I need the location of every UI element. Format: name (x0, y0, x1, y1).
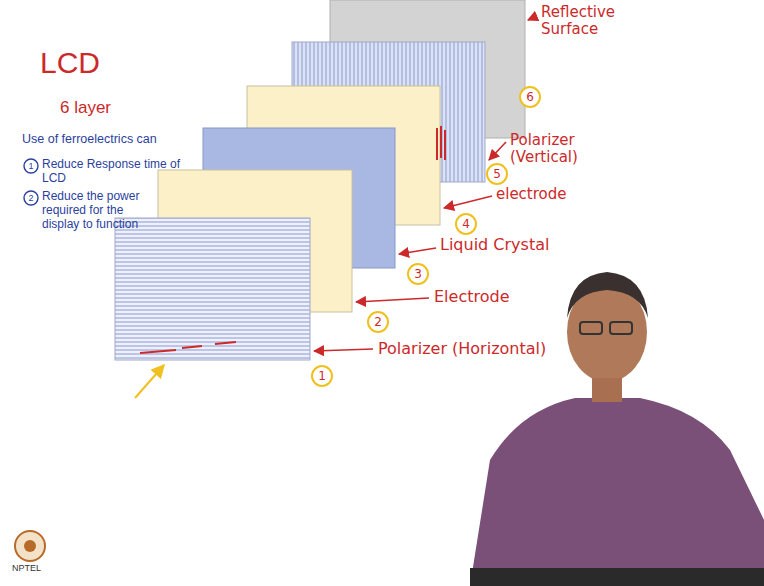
lecturer (470, 272, 764, 586)
list-circle (24, 159, 38, 205)
callout-number: 1 (313, 367, 331, 385)
note: Reduce Response time of LCD (42, 158, 192, 186)
note: 6 layer (60, 98, 111, 118)
callout-number: 4 (457, 215, 475, 233)
callout-number: 6 (521, 88, 539, 106)
pointer-arrow (135, 365, 164, 398)
list-number: 1 (24, 159, 38, 173)
part-name: Polarizer (Vertical) (510, 132, 600, 167)
horizontal-polarizer-sheet (115, 218, 310, 360)
desk (470, 568, 764, 586)
part-name: Reflective Surface (541, 4, 621, 39)
callout-number: 5 (488, 165, 506, 183)
part-name: electrode (496, 186, 567, 203)
part-name: Electrode (434, 288, 509, 306)
list-number: 2 (24, 191, 38, 205)
leader-line (314, 16, 537, 351)
part-name: Polarizer (Horizontal) (378, 340, 546, 358)
nptel-logo (15, 531, 45, 561)
scribble (140, 126, 445, 353)
title-note: LCD (40, 46, 100, 81)
callout-number: 2 (369, 313, 387, 331)
note: Use of ferroelectrics can (22, 132, 192, 146)
note: Reduce the power required for the displa… (42, 190, 152, 231)
part-name: Liquid Crystal (440, 236, 549, 254)
logo-text: NPTEL (12, 563, 41, 573)
callout-number: 3 (409, 265, 427, 283)
